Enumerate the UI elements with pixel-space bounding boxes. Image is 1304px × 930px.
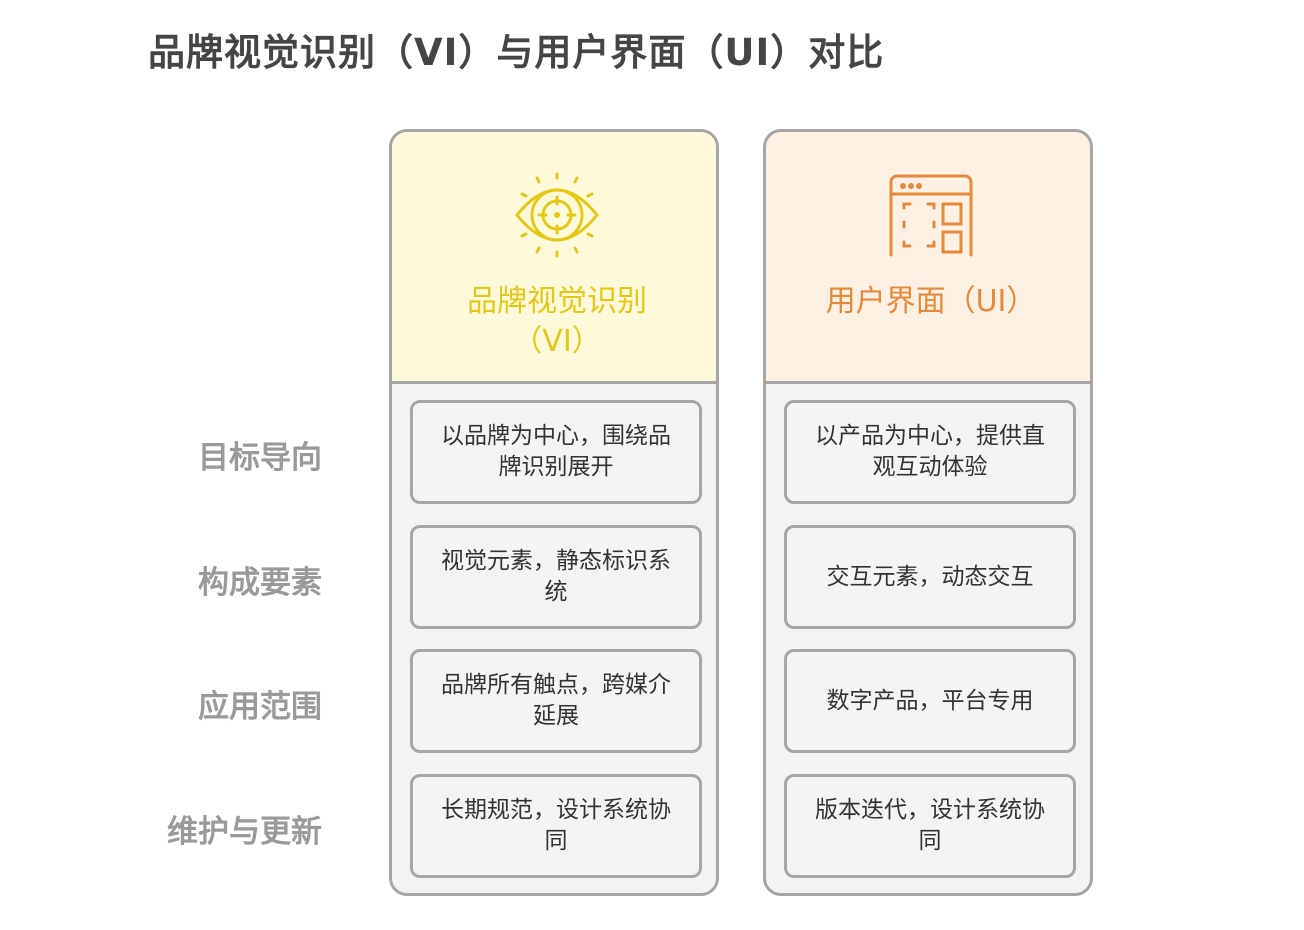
ui-column: 用户界面（UI） 以产品为中心，提供直观互动体验 交互元素，动态交互 数字产品，… (763, 129, 1093, 896)
vi-title: 品牌视觉识别（VI） (467, 284, 647, 359)
row-label-scope: 应用范围 (198, 689, 322, 725)
vi-cell-scope: 品牌所有触点，跨媒介延展 (410, 649, 702, 753)
ui-cell-maintenance: 版本迭代，设计系统协同 (784, 774, 1076, 878)
row-label-goal: 目标导向 (198, 440, 322, 476)
vi-header: 品牌视觉识别（VI） (392, 132, 716, 384)
vi-cell-maintenance: 长期规范，设计系统协同 (410, 774, 702, 878)
ui-cell-elements: 交互元素，动态交互 (784, 525, 1076, 629)
browser-layout-icon (889, 174, 973, 257)
ui-header: 用户界面（UI） (766, 132, 1090, 384)
ui-title: 用户界面（UI） (825, 284, 1037, 319)
ui-cell-scope: 数字产品，平台专用 (784, 649, 1076, 753)
ui-cell-goal: 以产品为中心，提供直观互动体验 (784, 400, 1076, 504)
vi-column: 品牌视觉识别（VI） 以品牌为中心，围绕品牌识别展开 视觉元素，静态标识系统 品… (389, 129, 719, 896)
vi-cell-goal: 以品牌为中心，围绕品牌识别展开 (410, 400, 702, 504)
page-title: 品牌视觉识别（VI）与用户界面（UI）对比 (148, 31, 885, 74)
vi-cell-elements: 视觉元素，静态标识系统 (410, 525, 702, 629)
row-label-maintenance: 维护与更新 (167, 814, 322, 850)
row-label-elements: 构成要素 (198, 565, 322, 601)
eye-target-icon (515, 172, 599, 258)
